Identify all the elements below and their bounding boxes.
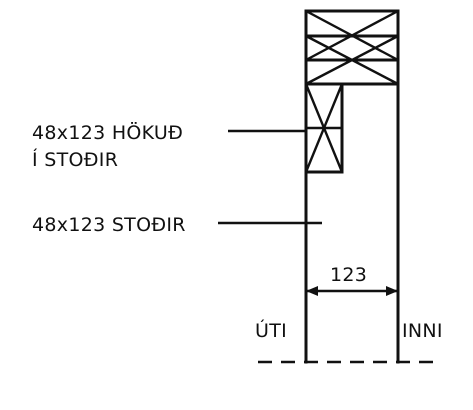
label-dimension: 123 <box>330 264 367 286</box>
dimension-arrow-right <box>386 286 398 296</box>
beam-cross-1b <box>305 9 399 62</box>
label-header-studs-line2: Í STOÐIR <box>32 148 118 171</box>
header-stud-block <box>304 82 344 174</box>
label-studs: 48x123 STOÐIR <box>32 214 186 236</box>
dimension-arrow-left <box>306 286 318 296</box>
beam-cross-2b <box>305 34 399 86</box>
label-header-studs: 48x123 HÖKUÐ <box>32 121 183 144</box>
label-outside: ÚTI <box>255 318 287 342</box>
top-beam-outline <box>304 9 400 86</box>
label-inside: INNI <box>402 320 443 342</box>
top-beam <box>304 9 400 86</box>
dimension-line <box>306 286 398 296</box>
